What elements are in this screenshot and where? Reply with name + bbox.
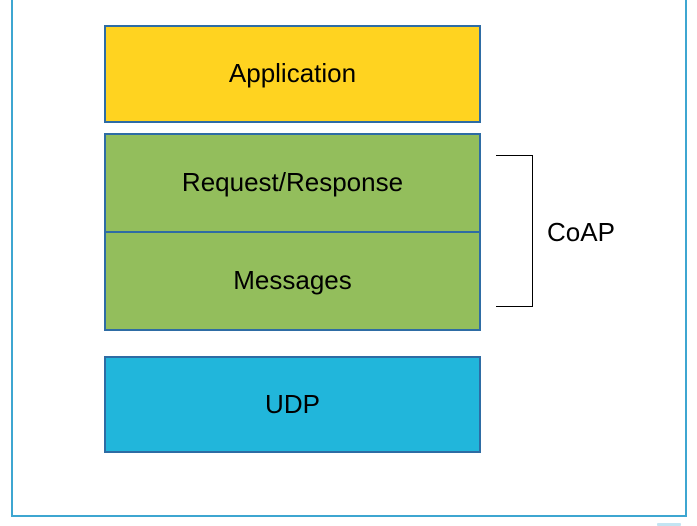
messages-label: Messages	[233, 265, 352, 296]
page-border	[11, 0, 687, 517]
application-layer-box: Application	[104, 25, 481, 123]
messages-sublayer: Messages	[106, 231, 479, 329]
udp-layer-box: UDP	[104, 356, 481, 453]
udp-layer-label: UDP	[265, 388, 320, 419]
corner-artifact	[657, 523, 681, 526]
request-response-sublayer: Request/Response	[106, 135, 479, 231]
request-response-label: Request/Response	[181, 167, 404, 198]
application-layer-label: Application	[228, 58, 357, 89]
coap-annotation: CoAP	[547, 217, 615, 247]
coap-layer-box: Request/Response Messages	[104, 133, 481, 331]
coap-bracket	[496, 155, 533, 307]
coap-annotation-label: CoAP	[547, 216, 615, 247]
